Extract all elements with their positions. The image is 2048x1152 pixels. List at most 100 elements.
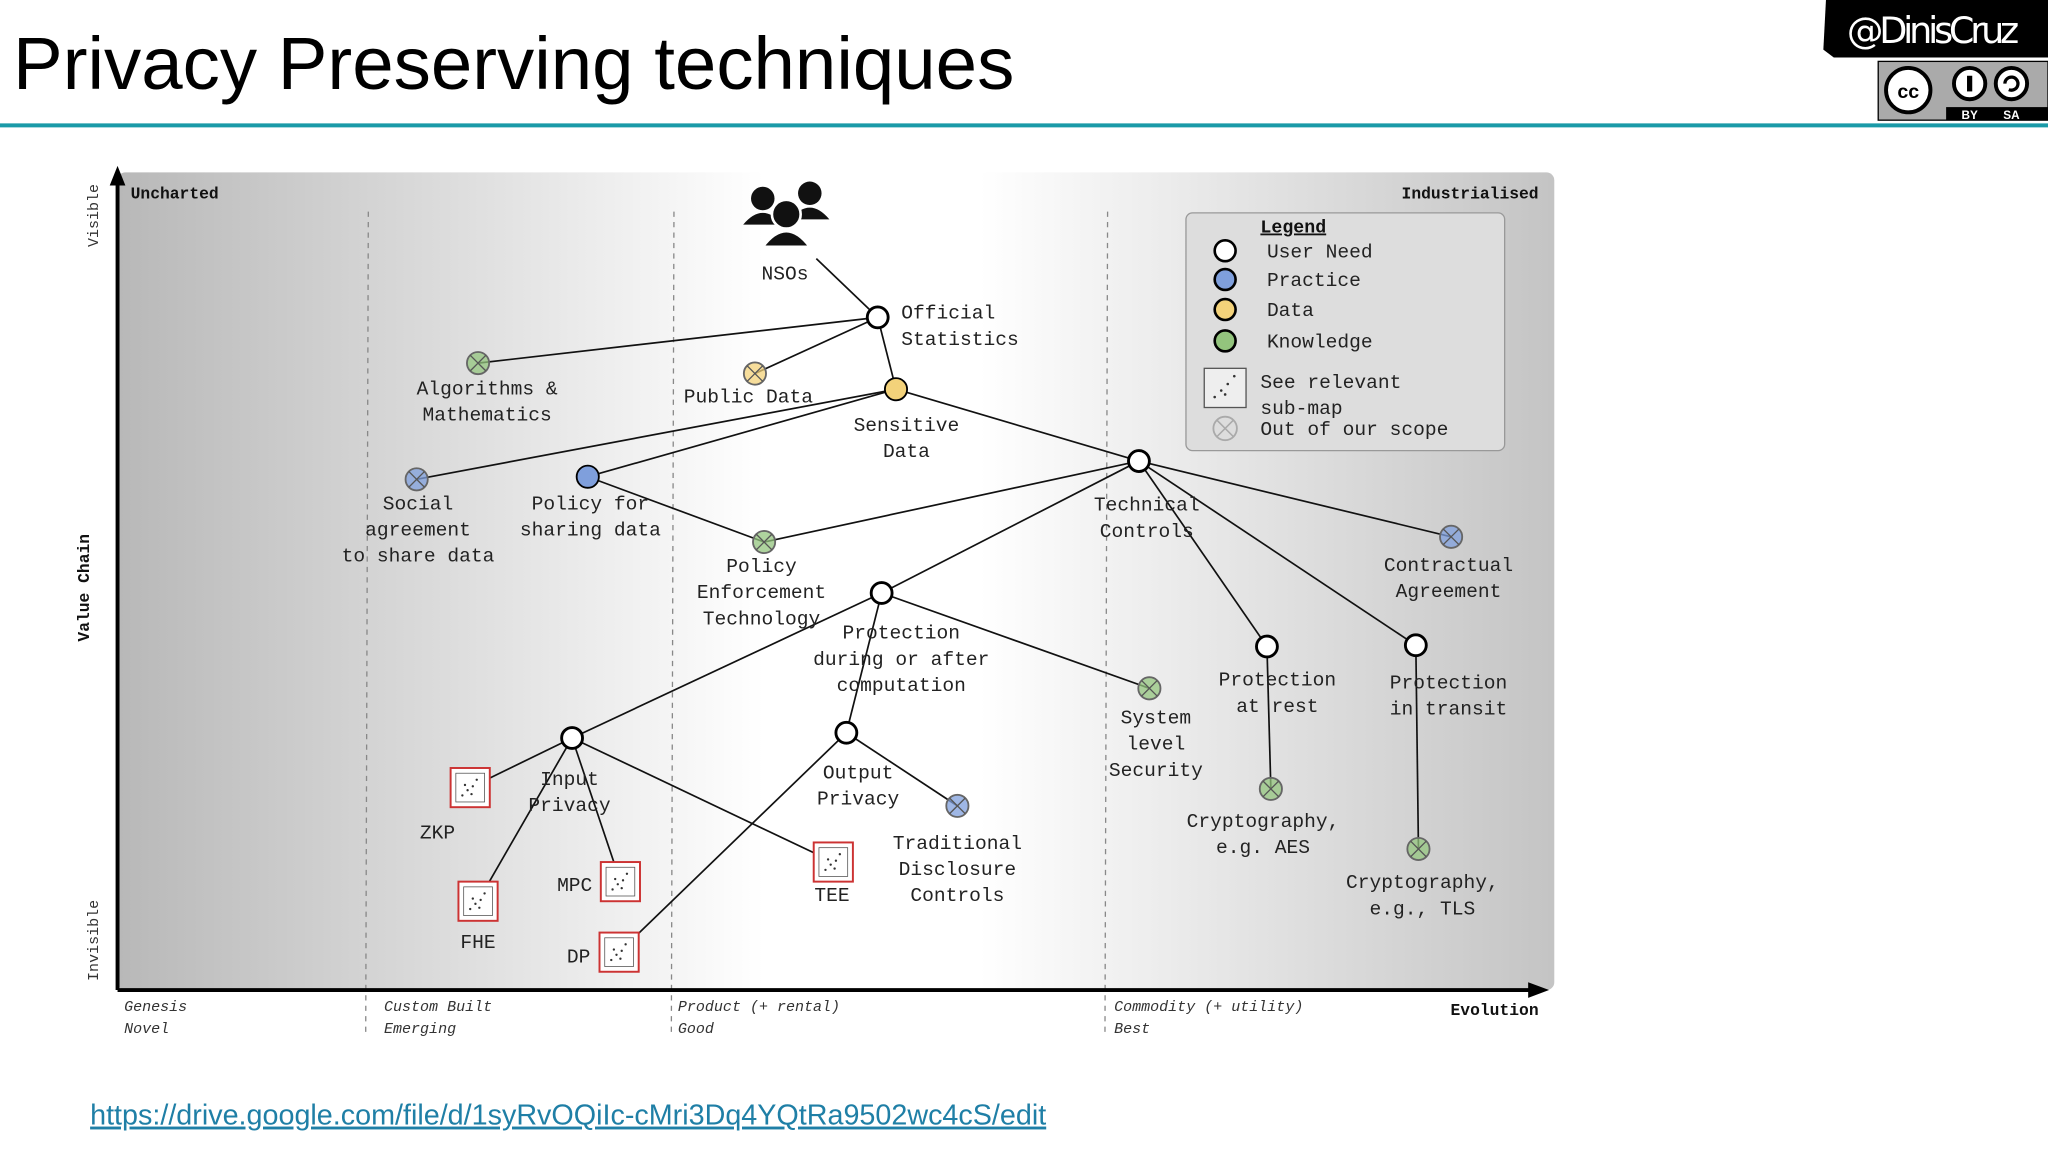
slide-title: Privacy Preserving techniques <box>13 22 1014 105</box>
out-of-scope-x-icon <box>949 797 966 815</box>
user-need-node[interactable] <box>869 581 894 605</box>
edge-prottransit-tls <box>1414 645 1420 849</box>
user-need-node[interactable] <box>865 305 890 330</box>
author-handle: @DinisCruz <box>1847 9 2019 52</box>
node-label: Algorithms &Mathematics <box>417 378 558 426</box>
edge-policyshare-pet <box>587 475 765 543</box>
legend-label: Data <box>1267 300 1314 322</box>
evolution-stage-label: Best <box>1114 1020 1150 1038</box>
corner-industrialised: Industrialised <box>1402 185 1539 204</box>
practice-node[interactable] <box>575 464 600 489</box>
edge-input-mpc <box>571 737 622 882</box>
data-icon <box>1213 297 1237 322</box>
map-node-public[interactable]: Public Data <box>684 361 813 408</box>
node-label: DP <box>567 947 591 969</box>
edge-technical-contractual <box>1138 460 1452 538</box>
submap-icon[interactable] <box>812 841 854 883</box>
map-node-zkp[interactable]: ZKP <box>420 767 491 845</box>
map-node-nsos[interactable]: NSOs <box>743 181 830 286</box>
edge-official-public <box>754 316 879 375</box>
out-of-scope-x-icon <box>755 533 773 551</box>
map-node-fhe[interactable]: FHE <box>457 880 499 955</box>
user-need-node[interactable] <box>1255 634 1279 659</box>
edge-input-tee <box>571 737 834 863</box>
user-need-node[interactable] <box>1403 633 1428 658</box>
stage-divider <box>365 211 369 1032</box>
submap-icon[interactable] <box>449 767 491 809</box>
user-need-node[interactable] <box>560 726 584 750</box>
node-label: ZKP <box>420 823 455 845</box>
y-axis-bottom: Invisible <box>85 900 103 981</box>
map-node-mpc[interactable]: MPC <box>557 861 641 903</box>
evolution-stage-label: Novel <box>124 1020 169 1038</box>
edge-input-fhe <box>477 737 573 902</box>
user-need-icon <box>1213 239 1237 263</box>
corner-uncharted: Uncharted <box>131 185 219 204</box>
edge-official-algo <box>477 316 878 364</box>
edge-technical-prottransit <box>1138 460 1417 646</box>
legend-label: Out of our scope <box>1260 419 1448 441</box>
map-node-aes[interactable]: Cryptography,e.g. AES <box>1187 776 1340 859</box>
user-need-node[interactable] <box>834 720 859 745</box>
out-of-scope-x-icon <box>1442 528 1460 546</box>
y-axis-label: Value Chain <box>75 534 94 642</box>
map-node-tee[interactable]: TEE <box>812 841 854 907</box>
edge-sensitive-technical <box>895 388 1140 462</box>
svg-text:BY: BY <box>1961 109 1977 122</box>
evolution-stage-label: Emerging <box>384 1020 456 1038</box>
drive-link[interactable]: https://drive.google.com/file/d/1syRvOQi… <box>90 1100 1046 1132</box>
edge-sensitive-social <box>416 388 897 481</box>
submap-icon[interactable] <box>457 880 499 922</box>
submap-icon[interactable] <box>598 931 640 973</box>
edge-protrest-aes <box>1266 646 1272 789</box>
y-axis-top: Visible <box>85 184 103 247</box>
edge-sensitive-policyshare <box>587 388 897 478</box>
submap-icon[interactable] <box>599 861 641 903</box>
data-node[interactable] <box>883 377 909 402</box>
node-label: NSOs <box>761 264 808 286</box>
map-node-dp[interactable]: DP <box>567 931 640 973</box>
out-of-scope-icon <box>1212 415 1238 442</box>
edge-protcomp-output <box>845 592 883 733</box>
svg-text:cc: cc <box>1897 81 1919 103</box>
map-node-tls[interactable]: Cryptography,e.g., TLS <box>1346 836 1499 920</box>
cc-icon <box>1884 65 1933 115</box>
legend-item-out-of-scope: Out of our scope <box>1212 415 1448 442</box>
submap-icon <box>1203 367 1247 409</box>
sa-share-alike-icon <box>1993 65 2030 102</box>
map-node-algo[interactable]: Algorithms &Mathematics <box>417 351 558 427</box>
users-icon <box>743 181 830 249</box>
x-axis-arrow-icon <box>1528 982 1550 998</box>
author-badge: @DinisCruz <box>1823 0 2048 58</box>
stage-divider <box>670 211 675 1032</box>
legend-label: Knowledge <box>1267 331 1373 353</box>
knowledge-icon <box>1213 329 1237 353</box>
user-need-node[interactable] <box>1127 449 1151 473</box>
